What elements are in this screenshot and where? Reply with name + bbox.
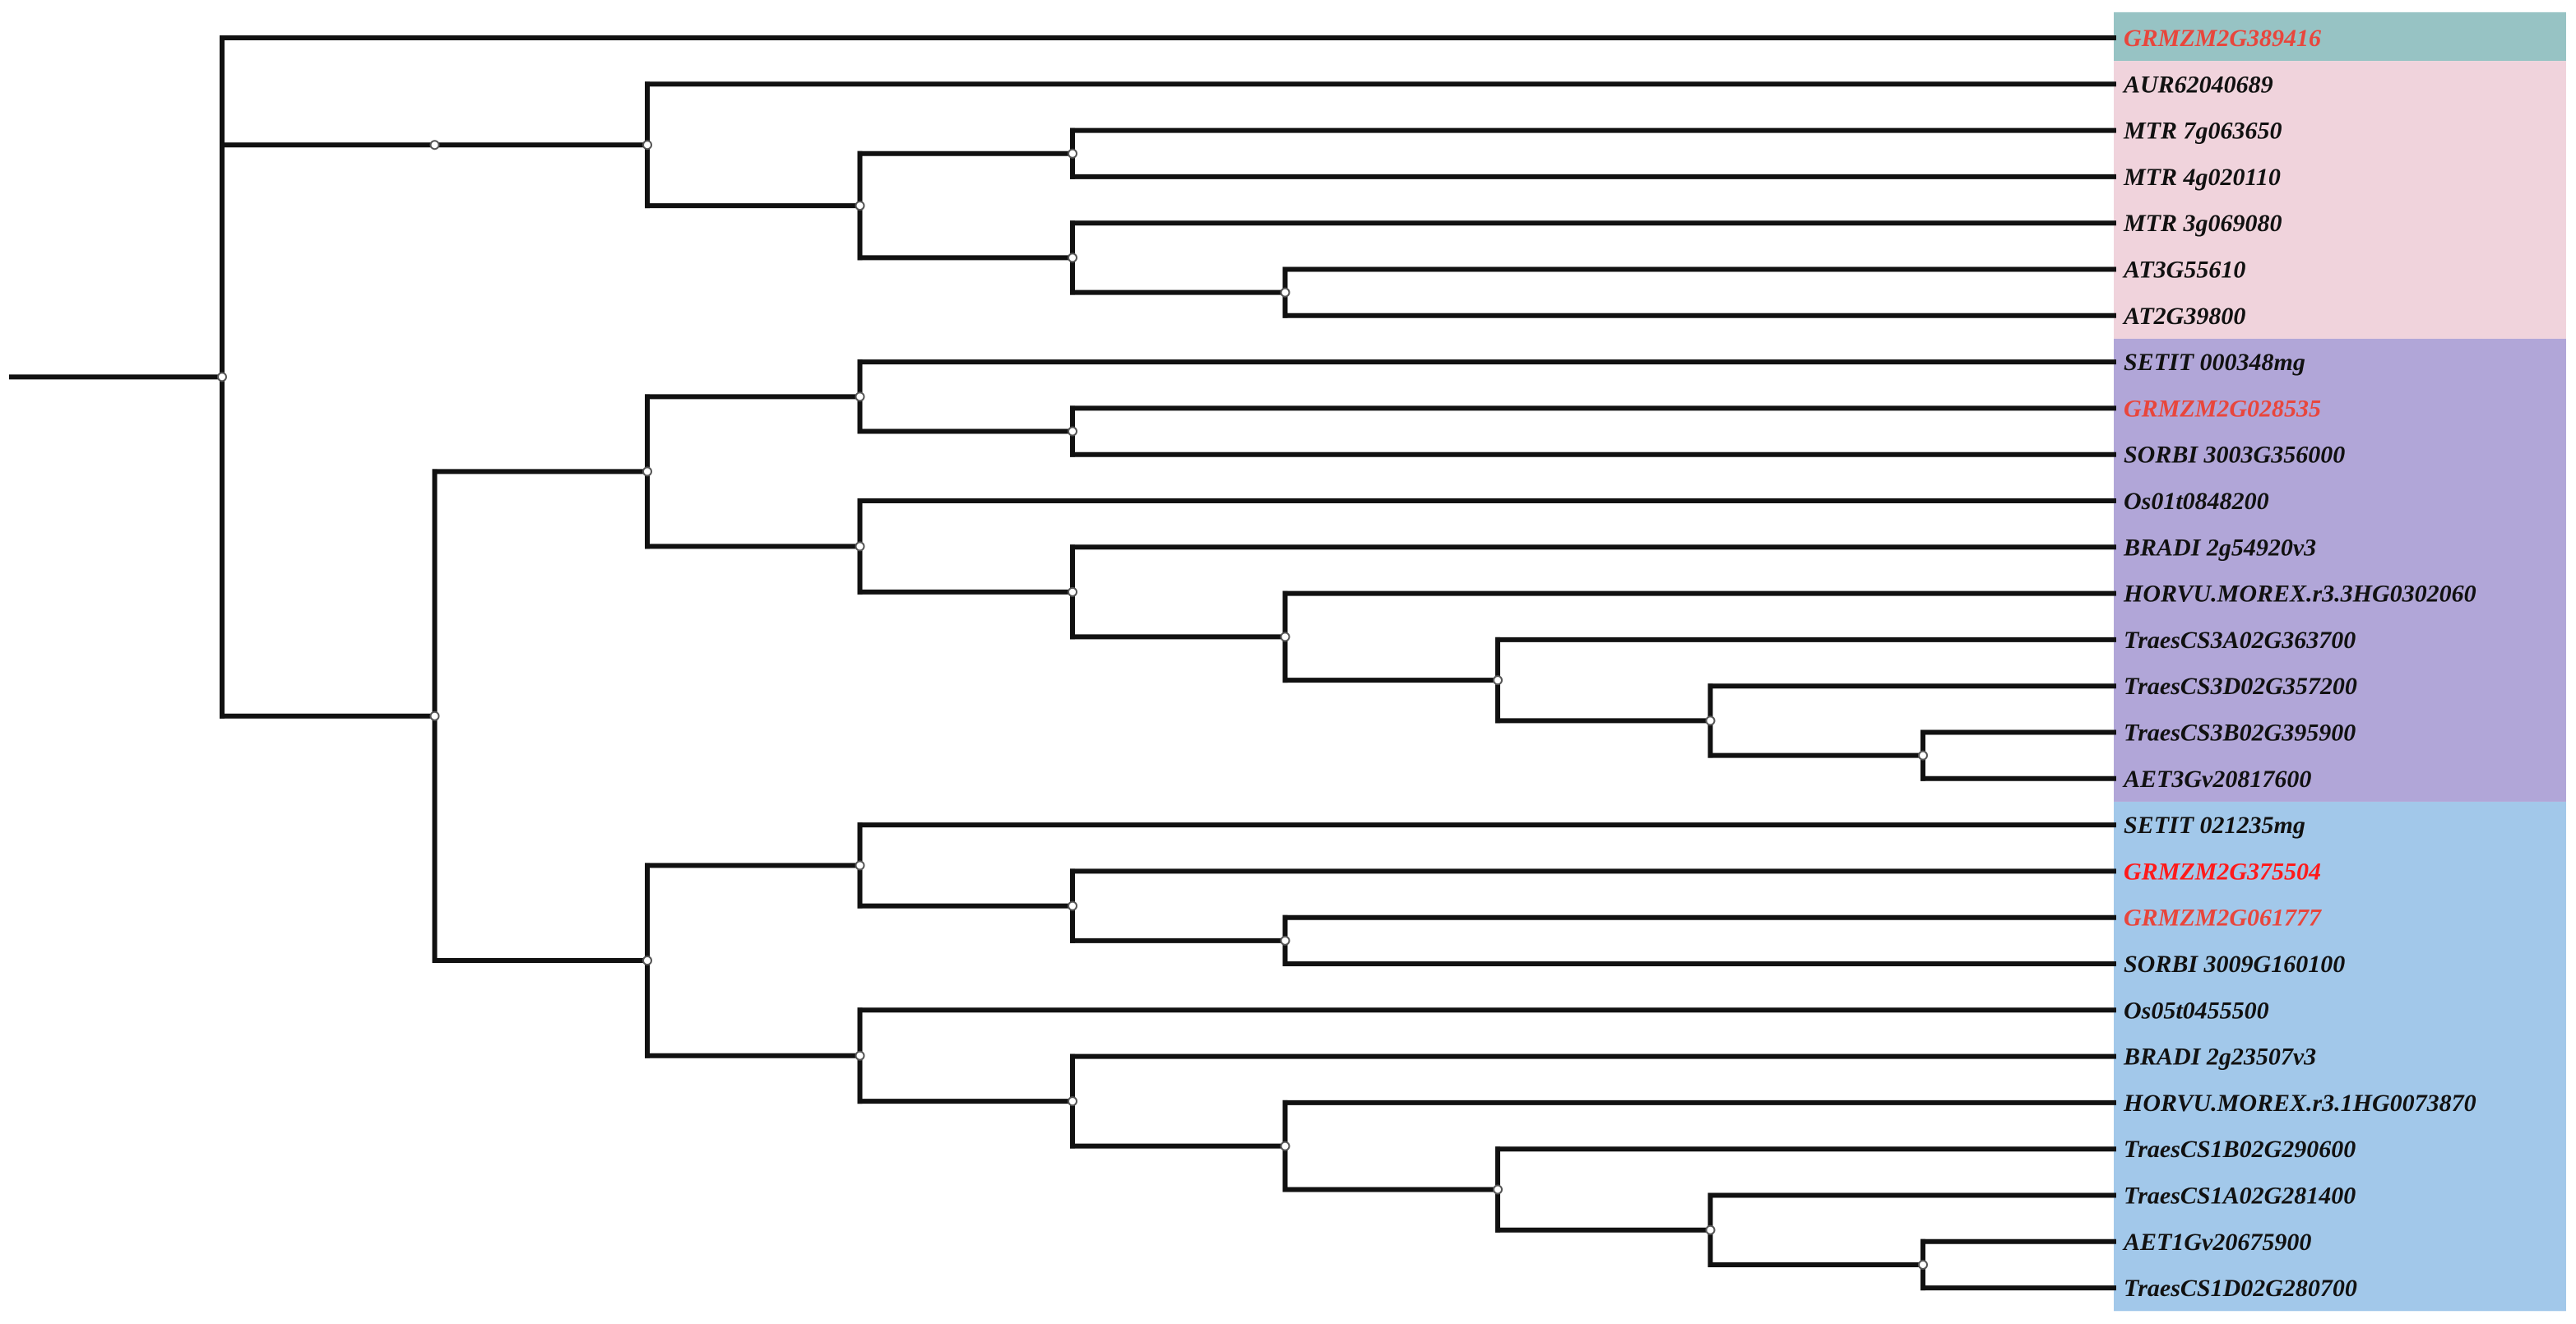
tree-node	[1280, 287, 1290, 298]
tree-node	[1705, 1224, 1716, 1235]
tree-node	[1068, 148, 1077, 159]
leaf-label: BRADI 2g23507v3	[2123, 1044, 2316, 1071]
group-blue-band	[2114, 801, 2566, 1312]
leaf-label: AET1Gv20675900	[2122, 1229, 2311, 1256]
tree-node	[1280, 1141, 1290, 1151]
tree-node	[429, 711, 440, 721]
leaf-label: TraesCS1A02G281400	[2124, 1183, 2356, 1210]
tree-node	[1918, 1259, 1928, 1270]
leaf-label: SETIT 021235mg	[2124, 812, 2305, 839]
leaf-label: HORVU.MOREX.r3.1HG0073870	[2123, 1090, 2476, 1117]
tree-node	[1068, 1096, 1077, 1107]
tree-node	[1068, 426, 1077, 437]
tree-node	[217, 372, 227, 382]
leaf-label: SORBI 3003G356000	[2124, 442, 2345, 469]
tree-node	[1705, 715, 1716, 726]
tree-node	[1068, 900, 1077, 911]
tree-node	[1918, 750, 1928, 761]
tree-node	[642, 140, 652, 150]
tree-node	[1280, 632, 1290, 642]
tree-node	[642, 956, 652, 966]
leaf-label: TraesCS3B02G395900	[2124, 720, 2356, 747]
tree-node	[855, 860, 865, 871]
tree-node	[855, 541, 865, 552]
leaf-label: HORVU.MOREX.r3.3HG0302060	[2123, 581, 2476, 608]
tree-node	[429, 140, 440, 150]
leaf-label: AT2G39800	[2122, 303, 2245, 330]
tree-node	[1068, 252, 1077, 263]
group-purple-band	[2114, 338, 2566, 802]
tree-node	[1280, 935, 1290, 946]
leaf-label: GRMZM2G061777	[2124, 905, 2322, 932]
group-bands	[2114, 12, 2566, 1312]
group-teal-band	[2114, 12, 2566, 62]
leaf-label: MTR 4g020110	[2123, 164, 2281, 191]
leaf-label: Os01t0848200	[2124, 488, 2269, 515]
tree-node	[1068, 586, 1077, 597]
leaf-label: MTR 7g063650	[2123, 118, 2282, 145]
leaf-label: SORBI 3009G160100	[2124, 951, 2345, 978]
leaf-label: TraesCS1D02G280700	[2124, 1275, 2357, 1302]
leaf-label: Os05t0455500	[2124, 997, 2269, 1024]
group-pink-band	[2114, 61, 2566, 339]
leaf-label: TraesCS3D02G357200	[2124, 673, 2357, 700]
leaf-label: AT3G55610	[2122, 257, 2245, 284]
leaf-label: BRADI 2g54920v3	[2123, 534, 2316, 561]
tree-node	[855, 201, 865, 211]
tree-node	[642, 466, 652, 477]
tree-node	[1493, 675, 1503, 686]
tree-nodes	[217, 140, 1928, 1270]
tree-node	[855, 1050, 865, 1061]
leaf-label: GRMZM2G389416	[2124, 25, 2321, 52]
leaf-label: AUR62040689	[2122, 71, 2273, 98]
leaf-label: TraesCS3A02G363700	[2124, 627, 2356, 654]
tree-branches	[9, 35, 2116, 1291]
tree-node	[1493, 1184, 1503, 1195]
leaf-label: SETIT 000348mg	[2124, 349, 2305, 376]
leaf-label: GRMZM2G028535	[2124, 395, 2321, 422]
tree-node	[855, 391, 865, 402]
leaf-label: AET3Gv20817600	[2122, 766, 2311, 793]
leaf-label: MTR 3g069080	[2123, 210, 2282, 237]
leaf-label: TraesCS1B02G290600	[2124, 1136, 2356, 1163]
leaf-label: GRMZM2G375504	[2124, 858, 2321, 885]
